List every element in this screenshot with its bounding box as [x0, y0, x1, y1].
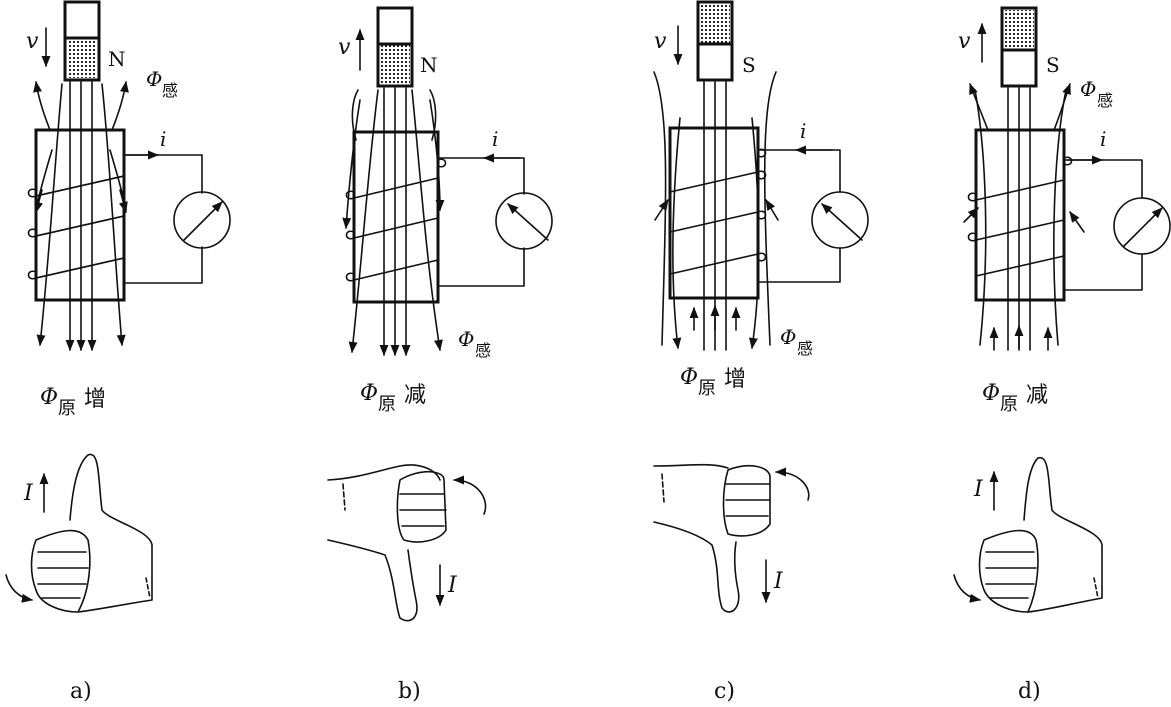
svg-text:感: 感: [162, 81, 178, 100]
svg-text:增: 增: [724, 367, 746, 392]
panel-label: b): [398, 679, 421, 704]
svg-text:原: 原: [1000, 394, 1018, 415]
bar-magnet: [1000, 6, 1038, 88]
coil: [967, 128, 1073, 302]
magnet-pole-label: N: [420, 53, 438, 77]
galvanometer: [173, 191, 231, 249]
panel-label: d): [1018, 679, 1041, 704]
right-hand-thumb-up: [5, 453, 153, 613]
induced-flux-label: Φ 感: [146, 67, 178, 100]
magnet-pole-label: N: [108, 47, 126, 71]
current-label: i: [800, 119, 806, 143]
original-flux-label: Φ 原 减: [982, 381, 1048, 415]
svg-text:Φ: Φ: [780, 325, 796, 349]
field-lines: [963, 82, 1085, 351]
svg-text:原: 原: [58, 398, 76, 419]
velocity-label: v: [26, 29, 39, 54]
original-flux-label: Φ 原 减: [360, 381, 426, 415]
svg-text:感: 感: [475, 341, 491, 360]
magnet-pole-label: S: [742, 53, 756, 77]
panel-a: N v Φ 感: [5, 0, 231, 704]
svg-text:Φ: Φ: [680, 365, 698, 390]
galvanometer-needle: [507, 203, 549, 241]
bar-magnet: [63, 0, 101, 82]
svg-text:原: 原: [698, 378, 716, 399]
svg-text:感: 感: [1097, 91, 1113, 110]
galvanometer: [495, 192, 553, 250]
svg-text:Φ: Φ: [40, 385, 58, 410]
svg-text:Φ: Φ: [360, 381, 378, 406]
svg-text:Φ: Φ: [1080, 77, 1096, 101]
magnet-pole-label: S: [1046, 53, 1060, 77]
panel-label: a): [70, 679, 92, 704]
induced-flux-label: Φ 感: [1080, 77, 1113, 110]
coil: [345, 130, 447, 304]
right-hand-thumb-down: [653, 463, 810, 613]
circuit: [437, 153, 553, 287]
current-label: i: [160, 127, 166, 151]
galvanometer: [811, 191, 869, 249]
coil: [668, 126, 767, 300]
velocity-label: v: [654, 29, 667, 54]
right-hand-thumb-down: [327, 464, 487, 622]
induced-flux-label: Φ 感: [458, 327, 491, 360]
svg-text:减: 减: [1026, 383, 1048, 408]
svg-text:感: 感: [797, 339, 813, 358]
induced-flux-label: Φ 感: [780, 325, 813, 358]
svg-text:增: 增: [84, 387, 106, 412]
galvanometer: [1113, 197, 1171, 255]
coil: [27, 128, 126, 302]
bar-magnet: [376, 6, 414, 88]
panel-d: S v Φ 感: [953, 6, 1171, 704]
hand-current-label: I: [23, 481, 34, 506]
velocity-label: v: [338, 35, 351, 60]
galvanometer-needle: [1123, 207, 1163, 247]
hand-current-label: I: [973, 477, 984, 502]
original-flux-label: Φ 原 增: [680, 365, 746, 399]
bar-magnet: [696, 0, 734, 82]
hand-current-label: I: [773, 569, 784, 594]
current-label: i: [492, 127, 498, 151]
svg-text:原: 原: [378, 394, 396, 415]
circuit: [1063, 155, 1171, 291]
svg-text:Φ: Φ: [146, 67, 162, 91]
svg-text:Φ: Φ: [982, 381, 1000, 406]
svg-text:减: 减: [404, 383, 426, 408]
hand-current-label: I: [447, 573, 458, 598]
circuit: [123, 150, 231, 284]
panel-c: S v: [653, 0, 869, 704]
circuit: [757, 145, 869, 283]
galvanometer-needle: [183, 201, 223, 241]
velocity-label: v: [958, 29, 971, 54]
panel-label: c): [714, 679, 735, 704]
svg-text:Φ: Φ: [458, 327, 474, 351]
right-hand-thumb-up: [953, 457, 1103, 613]
current-label: i: [1100, 127, 1106, 151]
galvanometer-needle: [821, 203, 863, 241]
original-flux-label: Φ 原 增: [40, 385, 106, 419]
field-lines: [33, 80, 129, 352]
panel-b: N v i Φ: [327, 6, 553, 704]
